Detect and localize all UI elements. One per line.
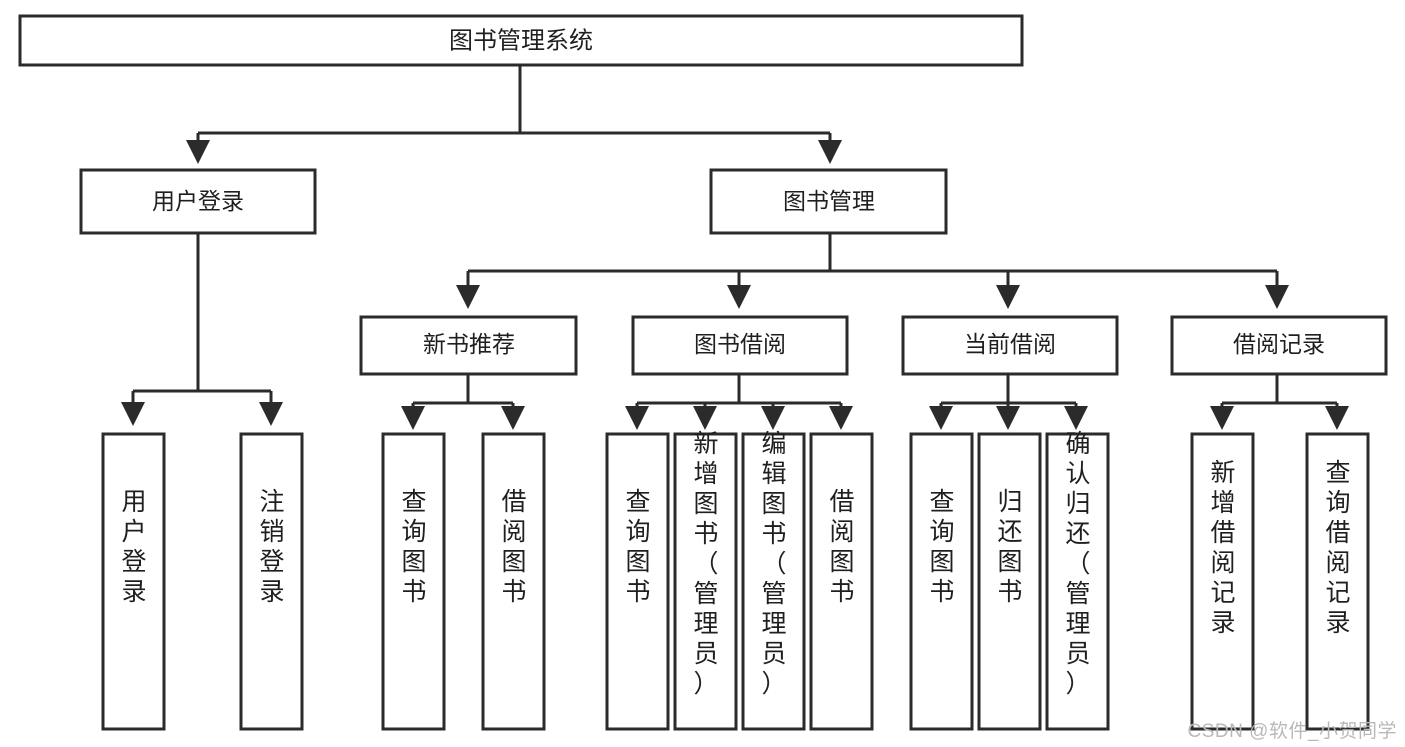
edges-borrow-record-to-leaves bbox=[1210, 374, 1349, 430]
node-leaf-borrow-book-1-box[interactable] bbox=[481, 432, 546, 731]
node-book-management-label: 图书管理 bbox=[783, 188, 875, 214]
node-borrow-record-box[interactable] bbox=[1170, 315, 1388, 376]
node-leaf-add-book-box[interactable] bbox=[673, 432, 738, 731]
node-leaf-query-record[interactable]: 查询借阅记录 bbox=[1305, 432, 1370, 731]
node-book-borrow[interactable]: 图书借阅 bbox=[631, 315, 849, 376]
edges-book-borrow-to-leaves bbox=[625, 374, 853, 430]
node-leaf-query-book-2-box[interactable] bbox=[605, 432, 670, 731]
node-leaf-query-book-1-box[interactable] bbox=[381, 432, 446, 731]
node-leaf-add-record[interactable]: 新增借阅记录 bbox=[1190, 432, 1255, 731]
node-current-borrow[interactable]: 当前借阅 bbox=[901, 315, 1119, 376]
edges-user-login-to-leaves bbox=[121, 233, 283, 426]
node-leaf-confirm-return[interactable]: 确认归还（管理员） bbox=[1045, 430, 1110, 731]
node-leaf-user-login-box[interactable] bbox=[101, 432, 166, 731]
node-leaf-borrow-book-1[interactable]: 借阅图书 bbox=[481, 432, 546, 731]
node-leaf-borrow-book-1-label: 借阅图书 bbox=[501, 488, 526, 606]
node-leaf-add-book[interactable]: 新增图书（管理员） bbox=[673, 430, 738, 731]
node-leaf-query-book-2[interactable]: 查询图书 bbox=[605, 432, 670, 731]
edges-current-borrow-to-leaves bbox=[929, 374, 1088, 430]
node-book-borrow-label: 图书借阅 bbox=[694, 331, 786, 357]
node-leaf-return-book-box[interactable] bbox=[977, 432, 1042, 731]
node-leaf-borrow-book-2-box[interactable] bbox=[809, 432, 874, 731]
edges-book-management-to-level2 bbox=[456, 233, 1289, 309]
node-leaf-logout[interactable]: 注销登录 bbox=[239, 432, 304, 731]
node-leaf-return-book[interactable]: 归还图书 bbox=[977, 432, 1042, 731]
node-leaf-query-book-3-label: 查询图书 bbox=[929, 488, 954, 606]
node-current-borrow-box[interactable] bbox=[901, 315, 1119, 376]
node-leaf-user-login[interactable]: 用户登录 bbox=[101, 432, 166, 731]
node-leaf-borrow-book-2[interactable]: 借阅图书 bbox=[809, 432, 874, 731]
node-leaf-edit-book-label: 编辑图书（管理员） bbox=[761, 430, 786, 698]
node-book-management-box[interactable] bbox=[709, 168, 948, 235]
node-new-book-recommend[interactable]: 新书推荐 bbox=[359, 315, 578, 376]
edges-root-to-level1 bbox=[186, 65, 842, 164]
node-leaf-confirm-return-label: 确认归还（管理员） bbox=[1065, 430, 1090, 698]
node-book-borrow-box[interactable] bbox=[631, 315, 849, 376]
edges-new-book-recommend-to-leaves bbox=[401, 374, 525, 430]
node-leaf-query-book-2-label: 查询图书 bbox=[625, 488, 650, 606]
node-current-borrow-label: 当前借阅 bbox=[964, 331, 1056, 357]
node-leaf-user-login-label: 用户登录 bbox=[121, 488, 146, 606]
node-leaf-add-record-box[interactable] bbox=[1190, 432, 1255, 731]
node-leaf-confirm-return-box[interactable] bbox=[1045, 432, 1110, 731]
node-leaf-query-book-1[interactable]: 查询图书 bbox=[381, 432, 446, 731]
node-leaf-edit-book[interactable]: 编辑图书（管理员） bbox=[741, 430, 806, 731]
node-user-login[interactable]: 用户登录 bbox=[79, 168, 317, 235]
node-leaf-logout-box[interactable] bbox=[239, 432, 304, 731]
node-borrow-record-label: 借阅记录 bbox=[1233, 331, 1325, 357]
node-root[interactable]: 图书管理系统 bbox=[18, 14, 1024, 67]
node-leaf-query-record-box[interactable] bbox=[1305, 432, 1370, 731]
node-leaf-query-book-3[interactable]: 查询图书 bbox=[909, 432, 974, 731]
node-leaf-query-record-label: 查询借阅记录 bbox=[1325, 459, 1350, 637]
node-leaf-query-book-1-label: 查询图书 bbox=[401, 488, 426, 606]
node-book-management[interactable]: 图书管理 bbox=[709, 168, 948, 235]
node-leaf-logout-label: 注销登录 bbox=[259, 488, 284, 606]
leaf-nodes: 用户登录 注销登录 查询图书 借阅图书 查询图书 新增图书（管理员） bbox=[101, 430, 1370, 731]
node-root-box[interactable] bbox=[18, 14, 1024, 67]
node-user-login-box[interactable] bbox=[79, 168, 317, 235]
node-root-label: 图书管理系统 bbox=[449, 27, 593, 54]
node-new-book-recommend-label: 新书推荐 bbox=[423, 331, 515, 357]
node-leaf-borrow-book-2-label: 借阅图书 bbox=[829, 488, 854, 606]
node-user-login-label: 用户登录 bbox=[152, 188, 244, 214]
node-leaf-add-book-label: 新增图书（管理员） bbox=[693, 430, 718, 698]
node-new-book-recommend-box[interactable] bbox=[359, 315, 578, 376]
node-leaf-add-record-label: 新增借阅记录 bbox=[1210, 459, 1235, 637]
node-leaf-query-book-3-box[interactable] bbox=[909, 432, 974, 731]
csdn-watermark: CSDN @软件_小贺同学 bbox=[1187, 721, 1397, 742]
node-borrow-record[interactable]: 借阅记录 bbox=[1170, 315, 1388, 376]
node-leaf-edit-book-box[interactable] bbox=[741, 432, 806, 731]
node-leaf-return-book-label: 归还图书 bbox=[997, 488, 1022, 606]
